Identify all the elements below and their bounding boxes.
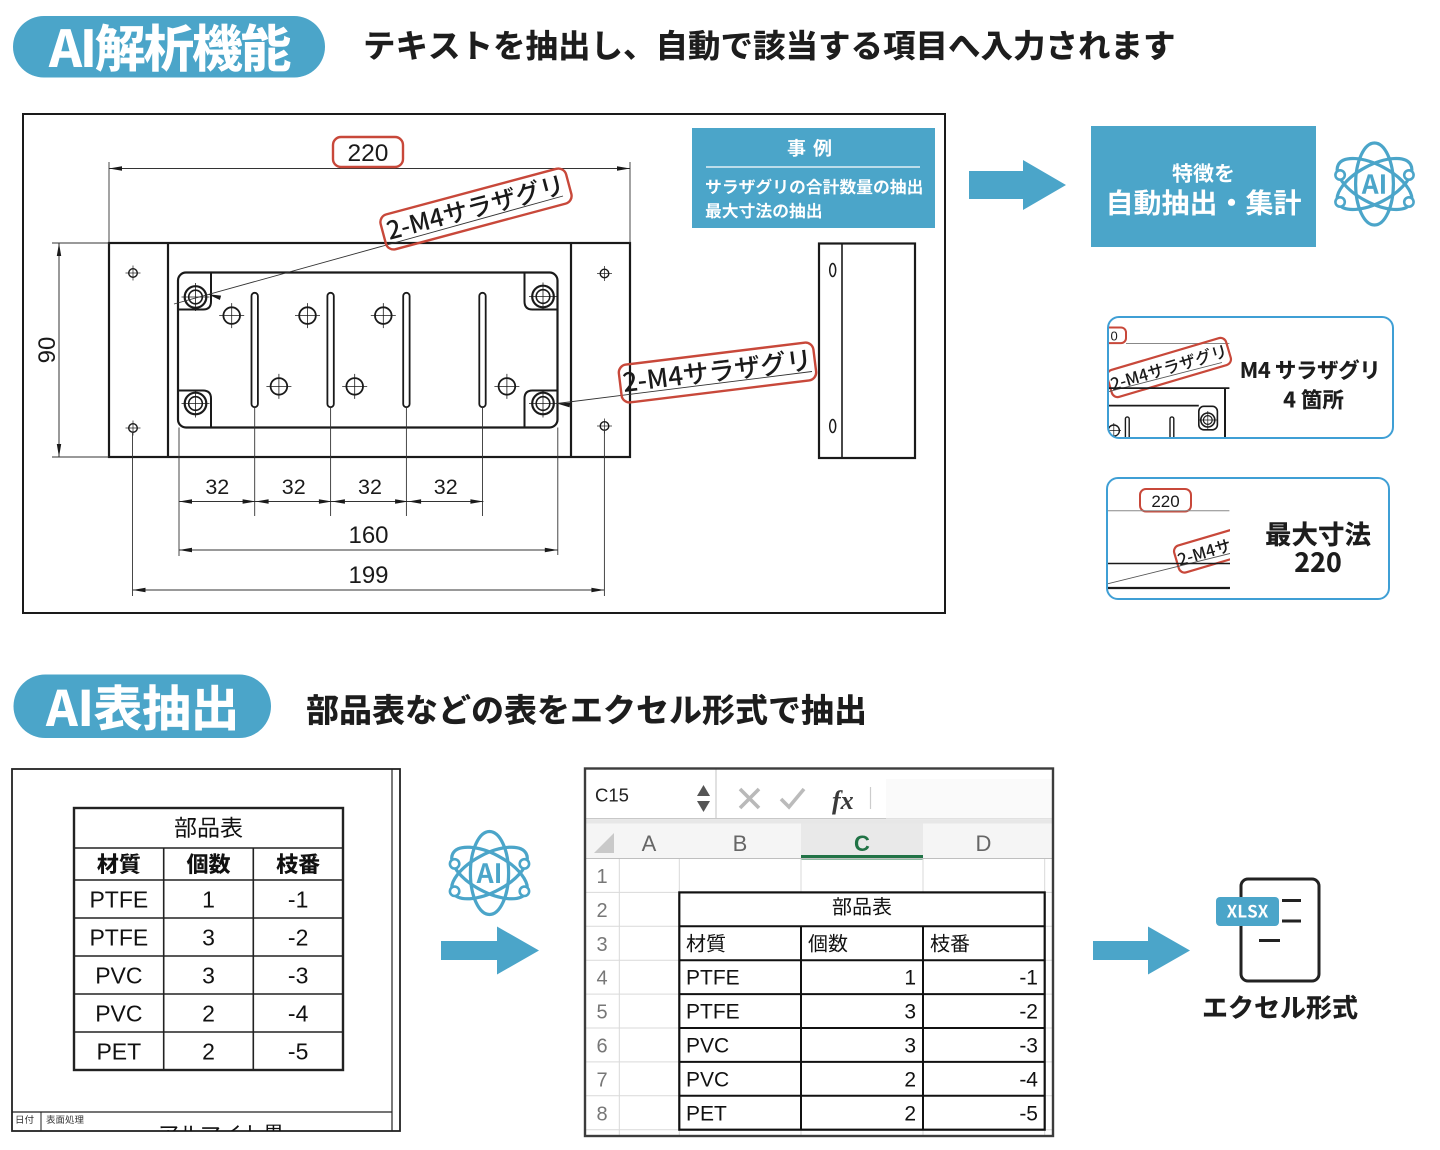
svg-text:90: 90 xyxy=(34,337,61,364)
svg-text:7: 7 xyxy=(596,1069,607,1091)
svg-text:fx: fx xyxy=(832,786,854,815)
svg-text:3: 3 xyxy=(596,934,607,956)
svg-text:2: 2 xyxy=(904,1068,916,1091)
svg-text:2: 2 xyxy=(904,1102,916,1125)
svg-text:3: 3 xyxy=(202,925,215,951)
svg-text:A: A xyxy=(642,831,657,856)
svg-text:-2: -2 xyxy=(1019,1001,1038,1024)
svg-text:-5: -5 xyxy=(1019,1102,1038,1125)
svg-text:1: 1 xyxy=(202,887,215,913)
svg-text:-4: -4 xyxy=(1019,1068,1038,1091)
svg-text:220: 220 xyxy=(348,140,389,167)
svg-text:32: 32 xyxy=(358,475,382,499)
svg-text:PVC: PVC xyxy=(95,963,142,989)
svg-text:2: 2 xyxy=(596,900,607,922)
svg-text:5: 5 xyxy=(596,1002,607,1024)
svg-text:C15: C15 xyxy=(595,785,629,806)
svg-text:32: 32 xyxy=(434,475,458,499)
svg-text:-4: -4 xyxy=(288,1001,309,1027)
svg-text:1: 1 xyxy=(904,967,916,990)
svg-text:-2: -2 xyxy=(288,925,308,951)
svg-text:D: D xyxy=(976,831,992,856)
svg-text:PTFE: PTFE xyxy=(686,967,740,990)
svg-text:PTFE: PTFE xyxy=(89,887,148,913)
svg-text:PET: PET xyxy=(686,1102,727,1125)
svg-text:8: 8 xyxy=(596,1103,607,1125)
svg-text:-5: -5 xyxy=(288,1039,308,1065)
svg-text:3: 3 xyxy=(904,1034,916,1057)
svg-text:32: 32 xyxy=(282,475,306,499)
svg-text:PET: PET xyxy=(96,1039,141,1065)
svg-text:3: 3 xyxy=(202,963,215,989)
svg-text:-1: -1 xyxy=(288,887,308,913)
svg-text:220: 220 xyxy=(1151,492,1179,511)
svg-text:2: 2 xyxy=(202,1001,215,1027)
svg-text:-1: -1 xyxy=(1019,967,1038,990)
svg-text:1: 1 xyxy=(596,866,607,888)
svg-text:-3: -3 xyxy=(1019,1034,1038,1057)
svg-text:B: B xyxy=(733,831,748,856)
svg-text:PVC: PVC xyxy=(686,1034,729,1057)
svg-text:2: 2 xyxy=(202,1039,215,1065)
svg-text:C: C xyxy=(854,831,870,856)
svg-text:0: 0 xyxy=(1111,329,1118,344)
svg-text:4: 4 xyxy=(596,968,607,990)
svg-text:6: 6 xyxy=(596,1035,607,1057)
svg-text:PTFE: PTFE xyxy=(686,1001,740,1024)
svg-text:-3: -3 xyxy=(288,963,308,989)
svg-text:PVC: PVC xyxy=(95,1001,142,1027)
svg-text:160: 160 xyxy=(348,522,388,549)
svg-text:PTFE: PTFE xyxy=(89,925,148,951)
svg-text:32: 32 xyxy=(205,475,229,499)
svg-text:199: 199 xyxy=(348,562,388,589)
svg-text:3: 3 xyxy=(904,1001,916,1024)
svg-text:PVC: PVC xyxy=(686,1068,729,1091)
